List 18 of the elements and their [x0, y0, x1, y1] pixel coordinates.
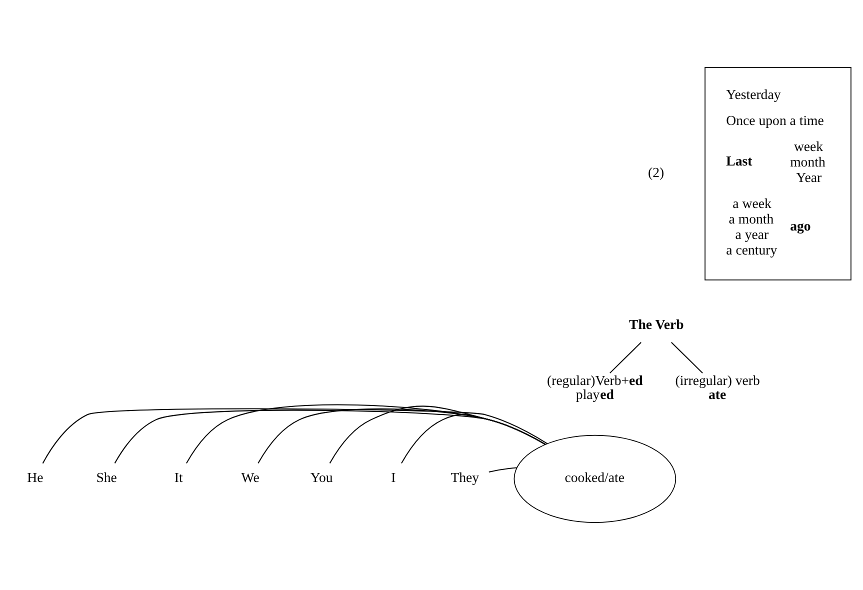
node-text: We [241, 470, 260, 486]
node-text: He [27, 470, 44, 486]
node-text: I [391, 470, 396, 486]
connector [610, 342, 642, 374]
connector [186, 404, 546, 464]
node-text: (irregular) verb ate [675, 373, 760, 402]
node-text: It [174, 470, 183, 486]
node-text: They [450, 470, 480, 486]
connector [42, 408, 548, 464]
label: (2) [648, 164, 664, 180]
node-text: She [96, 470, 117, 486]
node-text: (regular)Verb+ed played [547, 373, 643, 402]
connector [488, 467, 517, 472]
node-ellipse: cooked/ate [514, 434, 676, 523]
node-box: Yesterday Once upon a time Last week month Year a week a month a year a century ago [704, 67, 852, 280]
connector [671, 342, 703, 374]
node-text: You [310, 470, 333, 486]
node-text: The Verb [629, 316, 684, 332]
